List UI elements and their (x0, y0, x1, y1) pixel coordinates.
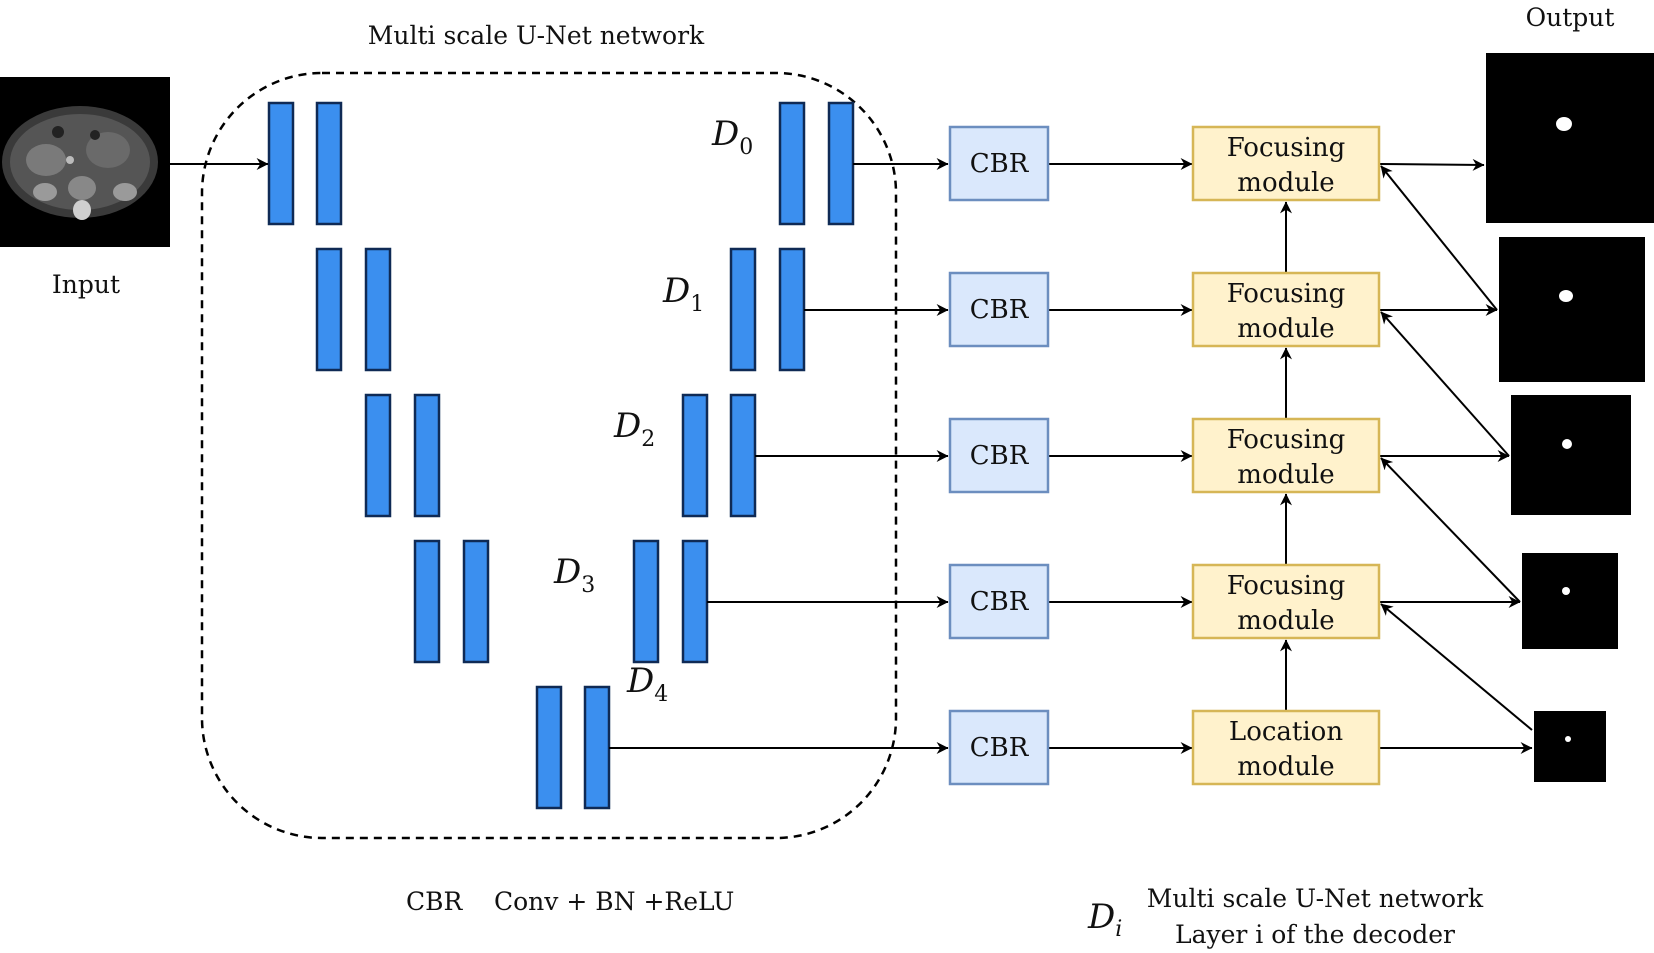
decoder-3-block-b (681, 539, 709, 664)
svg-text:module: module (1237, 460, 1334, 490)
encoder-level-2-block-a (364, 393, 392, 518)
decoder-2-block-b (729, 393, 757, 518)
decoder-label-d0: D0 (711, 114, 753, 160)
encoder-blocks (267, 101, 490, 664)
legend-cbr-term: CBR (406, 887, 464, 916)
bottleneck-block-a (535, 685, 563, 810)
decoder-3-block-a (632, 539, 660, 664)
svg-text:module: module (1237, 752, 1334, 782)
focusing-module-1: Focusing module (1191, 271, 1381, 348)
focusing-module-3: Focusing module (1191, 563, 1381, 640)
cbr-block-3: CBR (948, 563, 1050, 640)
module-blocks: Focusing module Focusing module Focusing… (1191, 125, 1381, 786)
bottleneck-block-b (583, 685, 611, 810)
cbr-block-4: CBR (948, 709, 1050, 786)
location-module: Location module (1191, 709, 1381, 786)
focusing-module-2: Focusing module (1191, 417, 1381, 494)
cbr-blocks: CBR CBR CBR CBR CBR (948, 125, 1050, 786)
cbr-block-0: CBR (948, 125, 1050, 202)
decoder-label-d1: D1 (662, 271, 704, 317)
focusing-module-0: Focusing module (1191, 125, 1381, 202)
decoder-1-block-a (729, 247, 757, 372)
svg-text:Focusing: Focusing (1227, 571, 1346, 601)
svg-text:CBR: CBR (970, 587, 1030, 617)
output-mask-2 (1511, 395, 1631, 515)
output-mask-0 (1486, 53, 1654, 223)
cbr-block-2: CBR (948, 417, 1050, 494)
legend-di-line1: Multi scale U-Net network (1147, 884, 1484, 913)
decoder-0-block-a (778, 101, 806, 226)
encoder-level-3-block-a (413, 539, 441, 664)
svg-text:module: module (1237, 168, 1334, 198)
output-label: Output (1526, 3, 1615, 32)
output-mask-1 (1499, 237, 1645, 382)
output-mask-4 (1534, 711, 1606, 782)
unet-boundary (200, 71, 898, 840)
input-label: Input (52, 270, 120, 299)
decoder-1-block-b (778, 247, 806, 372)
legend-cbr-definition: Conv + BN +ReLU (494, 887, 734, 916)
encoder-level-2-block-b (413, 393, 441, 518)
legend-di-symbol: Di (1087, 897, 1122, 942)
decoder-2-block-a (681, 393, 709, 518)
decoder-label-d2: D2 (613, 406, 655, 452)
svg-text:Location: Location (1229, 717, 1343, 747)
encoder-level-1-block-a (315, 247, 343, 372)
connection-arrows (170, 158, 1533, 754)
svg-text:module: module (1237, 606, 1334, 636)
svg-text:Focusing: Focusing (1227, 279, 1346, 309)
svg-text:module: module (1237, 314, 1334, 344)
cbr-block-1: CBR (948, 271, 1050, 348)
decoder-0-block-b (827, 101, 855, 226)
svg-text:CBR: CBR (970, 149, 1030, 179)
encoder-level-3-block-b (462, 539, 490, 664)
decoder-blocks (535, 101, 855, 810)
svg-text:Focusing: Focusing (1227, 133, 1346, 163)
encoder-level-0-block-a (267, 101, 295, 226)
svg-text:Focusing: Focusing (1227, 425, 1346, 455)
decoder-label-d3: D3 (553, 552, 595, 598)
encoder-level-0-block-b (315, 101, 343, 226)
legend-di-line2: Layer i of the decoder (1175, 920, 1455, 949)
svg-text:CBR: CBR (970, 733, 1030, 763)
diagram-title: Multi scale U-Net network (368, 21, 705, 50)
decoder-label-d4: D4 (626, 661, 668, 707)
encoder-level-1-block-b (364, 247, 392, 372)
svg-text:CBR: CBR (970, 441, 1030, 471)
svg-text:CBR: CBR (970, 295, 1030, 325)
input-ct-image (0, 77, 170, 247)
output-masks (1486, 53, 1654, 782)
output-mask-3 (1522, 553, 1618, 649)
legend: CBR Conv + BN +ReLU Di Multi scale U-Net… (406, 884, 1484, 949)
